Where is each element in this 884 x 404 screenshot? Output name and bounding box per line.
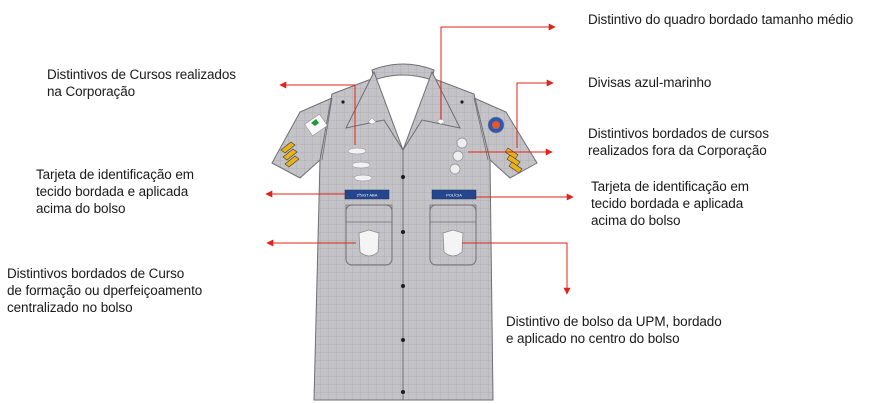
label-divisas: Divisas azul-marinho xyxy=(588,75,712,90)
nametag-left: 2ºSGT ABA xyxy=(344,189,390,200)
label-tarjeta-left: Tarjeta de identificação em tecido borda… xyxy=(36,167,194,216)
svg-text:2ºSGT ABA: 2ºSGT ABA xyxy=(357,193,378,198)
right-pocket xyxy=(429,204,477,266)
label-quadro: Distintivo do quadro bordado tamanho méd… xyxy=(588,12,854,27)
callout-lines xyxy=(265,23,574,295)
label-cursos-fora: Distintivos bordados de cursos realizado… xyxy=(588,126,769,158)
left-sleeve-patches xyxy=(280,113,328,168)
upm-badge-icon xyxy=(442,229,464,257)
shirt xyxy=(271,63,538,401)
label-formacao: Distintivos bordados de Curso de formaçã… xyxy=(7,266,203,315)
label-bolso-upm: Distintivo de bolso da UPM, bordado e ap… xyxy=(506,314,722,346)
label-tarjeta-right: Tarjeta de identificação em tecido borda… xyxy=(591,179,749,228)
rank-chevrons-icon xyxy=(280,141,300,168)
rank-chevrons-right-icon xyxy=(504,147,523,174)
course-badge-icon xyxy=(358,229,380,257)
right-sleeve-patches xyxy=(487,116,523,174)
green-flag-icon xyxy=(311,119,319,126)
collar-insignia-icons xyxy=(367,117,446,125)
svg-text:POLÍCIA: POLÍCIA xyxy=(446,193,462,198)
external-course-badges-icons xyxy=(449,137,468,175)
course-wings-icons xyxy=(347,147,373,182)
left-pocket xyxy=(345,204,393,266)
nametag-right: POLÍCIA xyxy=(431,189,477,200)
label-cursos-corporacao: Distintivos de Cursos realizados na Corp… xyxy=(47,67,236,99)
